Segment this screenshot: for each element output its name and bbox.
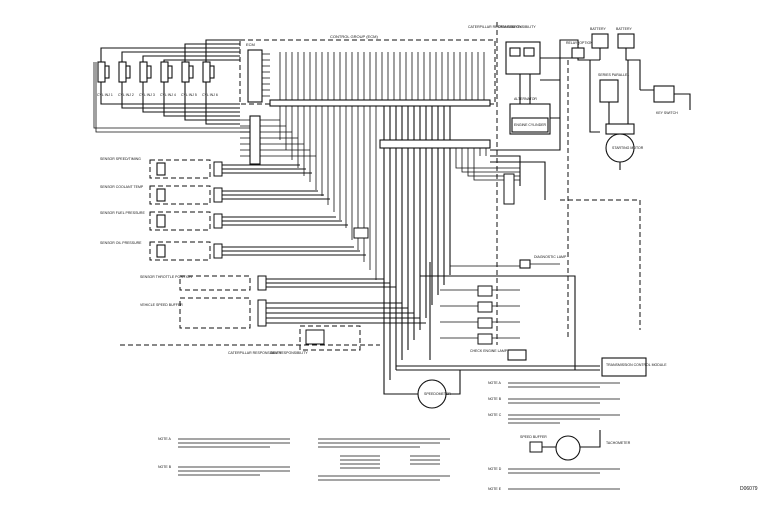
- injector-4-label: CYL INJ 4: [160, 93, 176, 97]
- transmission-control-module: TRANSMISSION CONTROL MODULE: [601, 357, 667, 377]
- key-switch-label: KEY SWITCH: [656, 111, 678, 115]
- sensor-throttle-position-label: SENSOR THROTTLE POSITION: [140, 275, 192, 279]
- speed-buffer-label: SPEED BUFFER: [520, 435, 547, 439]
- lamp-switch-stack: DIAGNOSTIC LAMP CHECK ENGINE LAMP: [396, 255, 600, 371]
- series-parallel-switch: [599, 79, 619, 103]
- starting-motor-label: STARTING MOTOR: [612, 146, 644, 150]
- sensor-speed-timing-label: SENSOR SPEED/TIMING: [100, 157, 141, 161]
- injector-2-label: CYL INJ 2: [118, 93, 134, 97]
- injector-5-label: CYL INJ 5: [181, 93, 197, 97]
- ecm-power-relay: [505, 41, 541, 75]
- battery-1: [591, 33, 609, 49]
- sensor-fuel-pressure-label: SENSOR FUEL PRESSURE: [100, 211, 145, 215]
- tachometer-label: TACHOMETER: [606, 441, 631, 445]
- injector-1: CYL INJ 1: [97, 61, 113, 97]
- injector-4: CYL INJ 4: [160, 61, 176, 97]
- key-switch: [653, 85, 675, 103]
- series-parallel-label: SERIES PARALLEL: [598, 73, 629, 77]
- transmission-control-label: TRANSMISSION CONTROL MODULE: [606, 363, 667, 367]
- speedometer: SPEEDOMETER: [383, 370, 461, 409]
- note-right-a: NOTE A: [488, 381, 502, 385]
- sensor-coolant-temp: SENSOR COOLANT TEMP: [100, 185, 330, 205]
- injector-connector: [249, 115, 261, 165]
- note-right-c: NOTE C: [488, 413, 502, 417]
- notes-right: NOTE A NOTE B NOTE C NOTE D NOTE E: [488, 381, 620, 491]
- notes-left: NOTE A NOTE B: [158, 437, 450, 481]
- oem-responsibility-bottom: OEM RESPONSIBILITY: [270, 351, 308, 355]
- ecm-label: ECM: [246, 42, 255, 47]
- battery-2: [617, 33, 635, 49]
- sensor-speed-timing: SENSOR SPEED/TIMING: [100, 157, 312, 179]
- battery-1-label: BATTERY: [590, 27, 606, 31]
- injector-group: CYL INJ 1 CYL INJ 2 CYL INJ 3 CYL INJ 4 …: [93, 39, 250, 133]
- battery-2-label: BATTERY: [616, 27, 632, 31]
- speedometer-label: SPEEDOMETER: [424, 392, 451, 396]
- alternator-label: ALTERNATOR: [514, 97, 537, 101]
- vehicle-speed-buffer: VEHICLE SPEED BUFFER: [140, 297, 426, 329]
- diagnostic-lamp-label: DIAGNOSTIC LAMP: [534, 255, 567, 259]
- oem-responsibility-top: OEM RESPONSIBILITY: [498, 25, 536, 29]
- injector-5: CYL INJ 5: [181, 61, 197, 97]
- injector-1-label: CYL INJ 1: [97, 93, 113, 97]
- ecm-connector-j2: [269, 99, 491, 107]
- sensor-oil-pressure: SENSOR OIL PRESSURE: [100, 241, 366, 261]
- note-left-a: NOTE A: [158, 437, 172, 441]
- power-section: RELAY (OPTIONAL) BATTERY BATTERY SERIES …: [490, 27, 691, 340]
- ecm-connector-block: [379, 139, 491, 149]
- caterpillar-responsibility-top: CATERPILLAR RESPONSIBILITY: [468, 25, 522, 29]
- sensor-coolant-temp-label: SENSOR COOLANT TEMP: [100, 185, 144, 189]
- ecm-pin-row: [279, 52, 485, 100]
- check-lamp-label: CHECK ENGINE LAMP: [470, 349, 508, 353]
- ecm-connector-j1: [247, 49, 263, 103]
- note-left-b: NOTE B: [158, 465, 172, 469]
- figure-id: D06079: [740, 486, 758, 492]
- vehicle-speed-buffer-label: VEHICLE SPEED BUFFER: [140, 303, 183, 307]
- transmission-connector: [503, 173, 515, 205]
- injector-6: CYL INJ 6: [202, 61, 218, 97]
- engine-cylinder-label: ENGINE CYLINDER: [514, 123, 547, 127]
- injector-3-label: CYL INJ 3: [139, 93, 155, 97]
- main-harness: [240, 106, 520, 380]
- note-right-e: NOTE E: [488, 487, 502, 491]
- diagnostic-connector: [299, 325, 361, 351]
- sensor-oil-pressure-label: SENSOR OIL PRESSURE: [100, 241, 142, 245]
- speed-buffer-tach: SPEED BUFFER TACHOMETER: [520, 430, 631, 461]
- note-right-b: NOTE B: [488, 397, 502, 401]
- engine-cylinder: [511, 117, 549, 133]
- injector-6-label: CYL INJ 6: [202, 93, 218, 97]
- injector-3: CYL INJ 3: [139, 61, 155, 97]
- relay-label: RELAY (OPTIONAL): [566, 41, 598, 45]
- sensor-fuel-pressure: SENSOR FUEL PRESSURE: [100, 211, 348, 231]
- injector-2: CYL INJ 2: [118, 61, 134, 97]
- ecm-module: CONTROL GROUP (ECM) ECM: [239, 34, 496, 107]
- sensor-throttle-position: SENSOR THROTTLE POSITION: [140, 275, 396, 291]
- caterpillar-responsibility-bottom: CATERPILLAR RESPONSIBILITY: [228, 351, 282, 355]
- relay: [571, 47, 585, 59]
- control-group-title: CONTROL GROUP (ECM): [330, 34, 378, 39]
- oil-sensor-splice: [353, 227, 369, 239]
- note-right-d: NOTE D: [488, 467, 502, 471]
